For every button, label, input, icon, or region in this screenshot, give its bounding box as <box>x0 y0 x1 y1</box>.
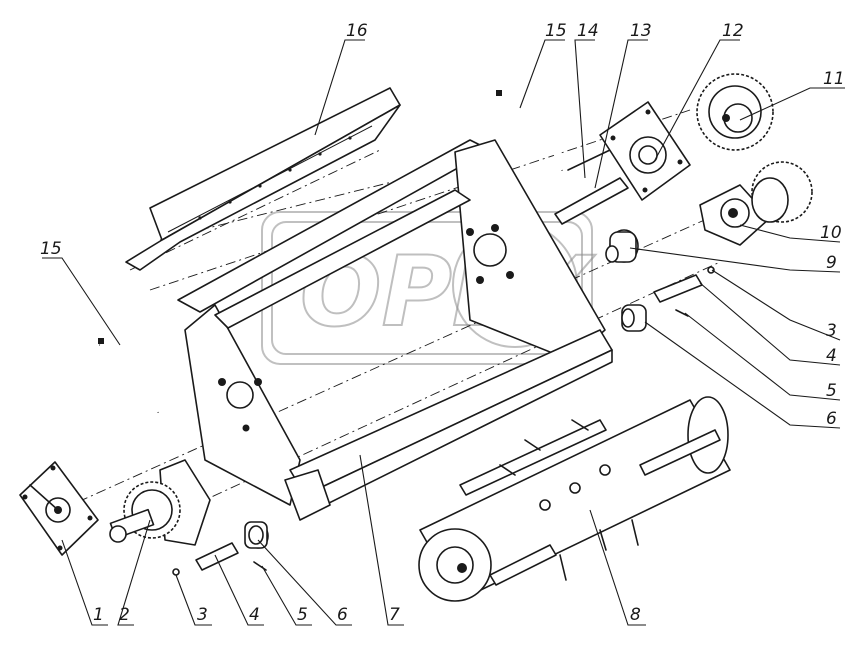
callout-6-right: 6 <box>826 409 837 429</box>
part-15-arc-guard-upper <box>496 90 565 171</box>
part-9-bearing-unit <box>605 229 639 263</box>
callout-15-lower: 15 <box>40 239 62 259</box>
callout-4-right: 4 <box>826 346 837 366</box>
callout-5-right: 5 <box>826 381 837 401</box>
callout-5-left: 5 <box>297 605 308 625</box>
leader-lines <box>42 39 845 626</box>
callout-3-right: 3 <box>826 321 837 341</box>
callout-1: 1 <box>93 605 104 625</box>
part-3-pin-right <box>707 266 715 274</box>
callout-4-left: 4 <box>249 605 260 625</box>
part-4-shaft-right <box>653 274 703 303</box>
callout-2: 2 <box>119 605 130 625</box>
callout-labels: 1 2 3 4 5 6 7 8 3 4 5 6 9 10 11 12 13 14… <box>40 21 845 625</box>
part-8-rotor-drum <box>418 396 731 602</box>
part-16-cover-panel <box>125 87 401 271</box>
part-12-flange-bearing-plate <box>599 101 691 201</box>
callout-11: 11 <box>823 69 845 89</box>
part-3-pin-left <box>172 568 180 576</box>
callout-3-left: 3 <box>197 605 208 625</box>
part-1-bearing-plate <box>19 461 99 556</box>
callout-10: 10 <box>820 223 842 243</box>
part-10-sprocket-housing <box>699 161 813 246</box>
part-6-bushing-right <box>621 304 647 332</box>
callout-9: 9 <box>826 253 837 273</box>
callout-6-left: 6 <box>337 605 348 625</box>
callout-14: 14 <box>577 21 599 41</box>
callout-15-upper: 15 <box>545 21 567 41</box>
callout-7: 7 <box>389 605 400 625</box>
part-4-shaft-left <box>195 542 239 571</box>
part-11-upper-sprocket <box>696 73 774 151</box>
part-13-shaft <box>554 177 629 225</box>
part-15-arc-guard-lower <box>98 338 161 413</box>
part-7-main-frame <box>177 139 613 521</box>
part-2-sprocket-assembly <box>109 459 211 546</box>
part-14-rod <box>567 149 611 171</box>
part-5-key-right <box>675 309 689 317</box>
callout-13: 13 <box>630 21 652 41</box>
callout-8: 8 <box>630 605 641 625</box>
part-6-bushing-left <box>244 521 269 549</box>
callout-16: 16 <box>346 21 368 41</box>
callout-12: 12 <box>722 21 744 41</box>
